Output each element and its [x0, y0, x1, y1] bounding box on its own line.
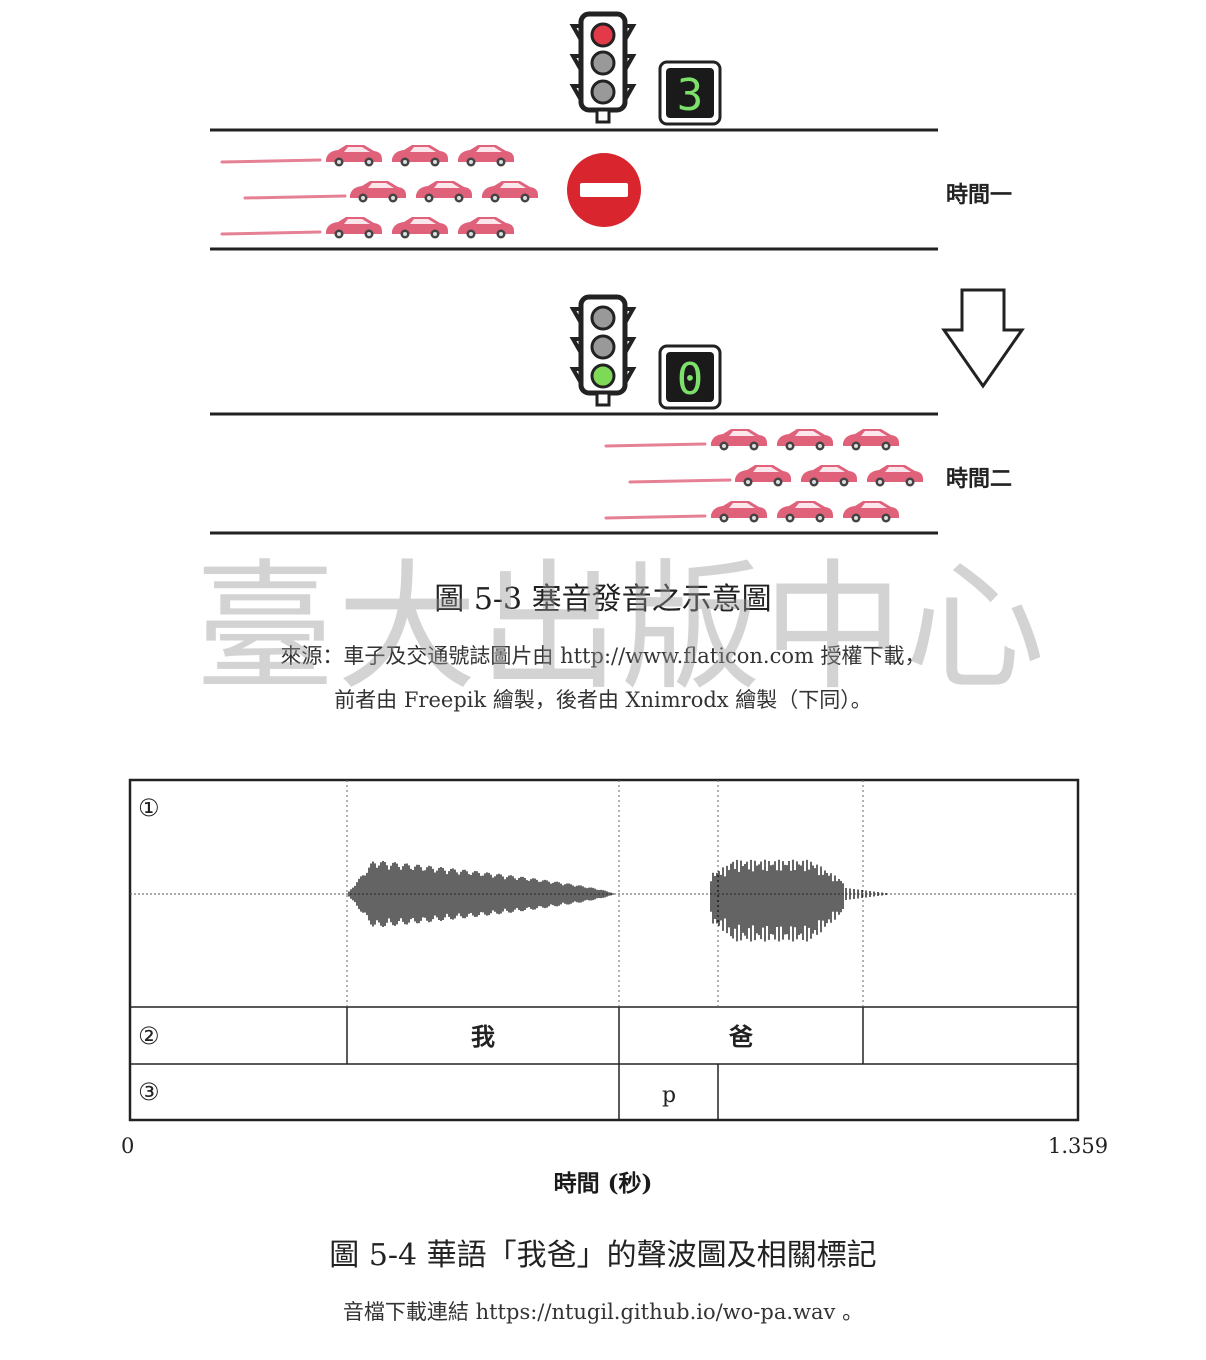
tier1-marker: ①: [138, 794, 160, 822]
down-arrow-icon: [941, 288, 1025, 389]
segment-label-p: p: [662, 1083, 676, 1108]
figure-5-4-waveform-chart: ① ② ③ 我 爸 p: [128, 778, 1080, 1122]
countdown-digit-time1: 3: [677, 70, 704, 121]
word-label-pa: 爸: [728, 1023, 753, 1051]
traffic-light-icon: [573, 14, 633, 122]
waveform-trace: [348, 859, 887, 942]
figure-5-3-source-line1: 來源：車子及交通號誌圖片由 http://www.flaticon.com 授權…: [280, 644, 926, 668]
figure-5-3-caption: 圖 5-3 塞音發音之示意圖: [434, 582, 772, 617]
figure-5-4-caption: 圖 5-4 華語「我爸」的聲波圖及相關標記: [329, 1238, 877, 1273]
time2-label: 時間二: [946, 467, 1012, 492]
x-axis-start-label: 0: [121, 1134, 135, 1158]
motion-trails: [220, 158, 347, 236]
traffic-light-icon: [573, 297, 633, 405]
countdown-digit-time2: 0: [677, 354, 704, 405]
x-axis-end-label: 1.359: [1048, 1134, 1109, 1158]
figure-5-4-audio-note: 音檔下載連結 https://ntugil.github.io/wo-pa.wa…: [342, 1300, 864, 1324]
car-icon: [711, 429, 923, 523]
tier3-marker: ③: [138, 1078, 160, 1106]
countdown-display-icon: 0: [658, 344, 722, 410]
no-entry-icon: [567, 153, 641, 227]
tier2-marker: ②: [138, 1022, 160, 1050]
car-icon: [326, 145, 538, 239]
figure-5-3-source-line2: 前者由 Freepik 繪製，後者由 Xnimrodx 繪製（下同）。: [334, 688, 872, 712]
countdown-display-icon: 3: [658, 60, 722, 126]
waveform: [348, 859, 887, 942]
time1-label: 時間一: [946, 183, 1012, 208]
motion-trails: [604, 442, 732, 520]
figure-5-3-illustration: 3 時間一 0 時間二: [210, 0, 1025, 535]
word-label-wo: 我: [471, 1023, 495, 1051]
x-axis-title: 時間 (秒): [553, 1170, 653, 1197]
